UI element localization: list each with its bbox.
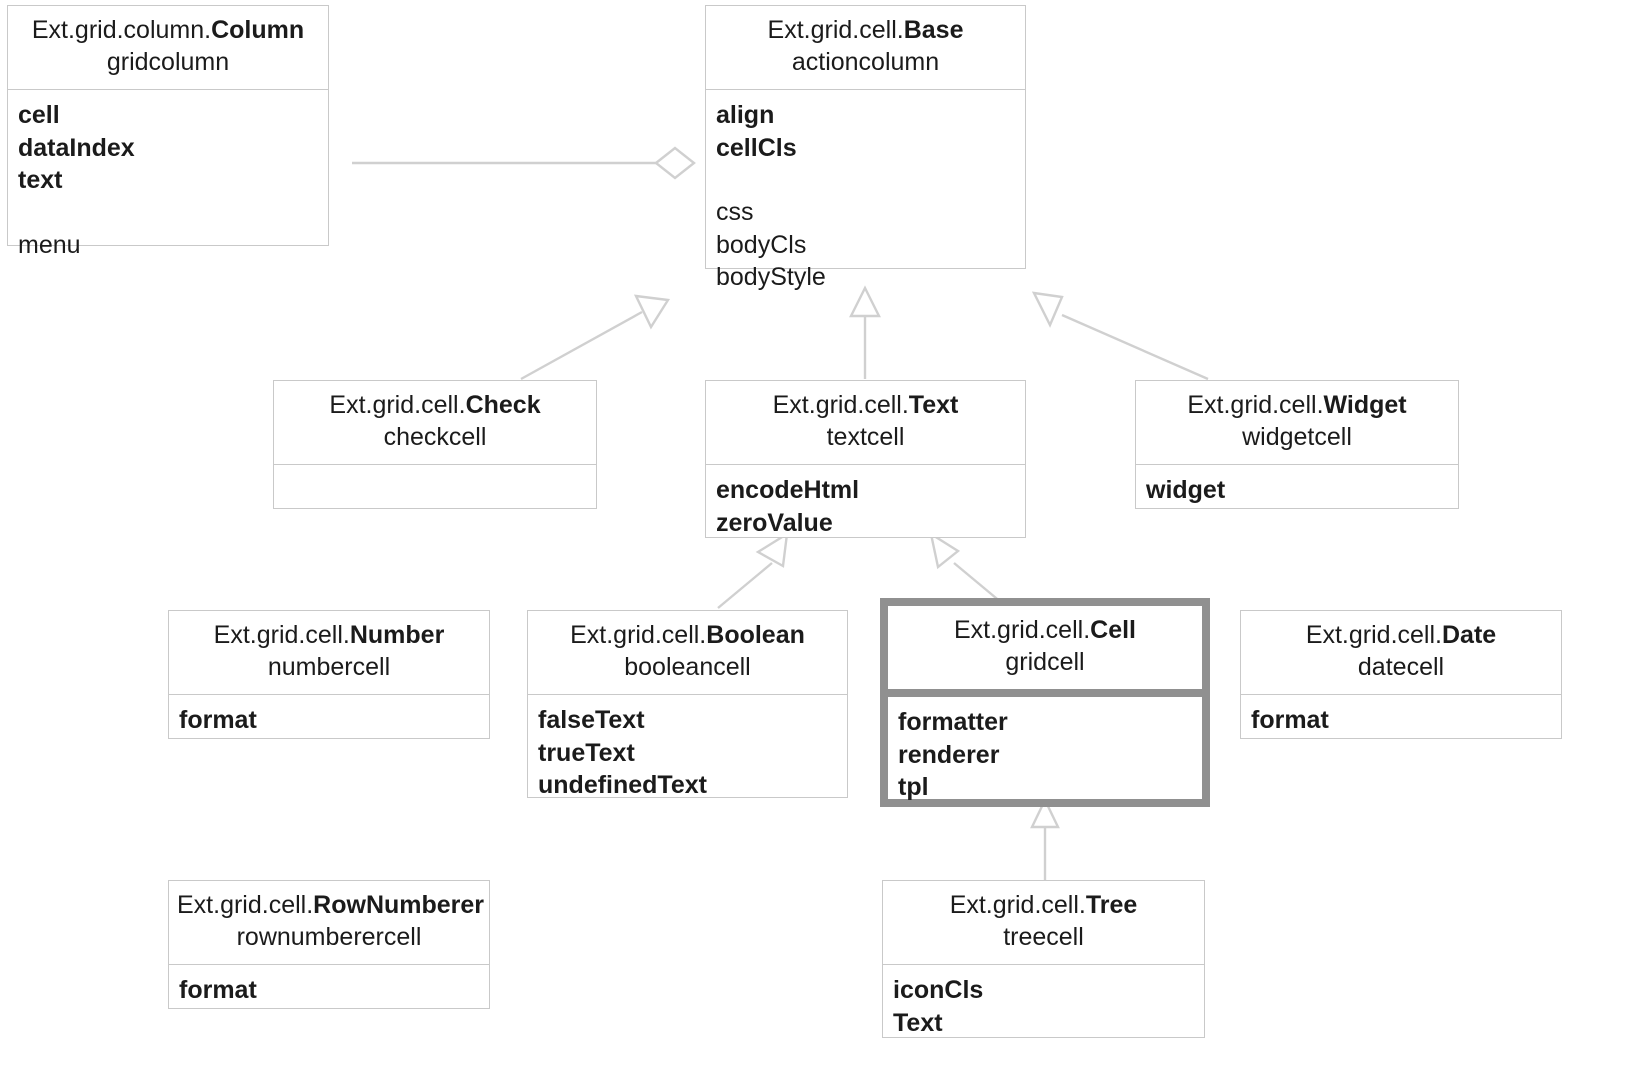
attribute-row: Text (893, 1008, 943, 1037)
class-attributes-tree: iconCls Text (883, 965, 1204, 1037)
class-box-widget[interactable]: Ext.grid.cell.Widget widgetcell widget (1135, 380, 1459, 509)
attribute-row: cellCls (716, 133, 797, 162)
class-box-base[interactable]: Ext.grid.cell.Base actioncolumn align ce… (705, 5, 1026, 291)
class-header-rownumberer: Ext.grid.cell.RowNumberer rownumberercel… (169, 881, 489, 965)
class-box-text[interactable]: Ext.grid.cell.Text textcell encodeHtml z… (705, 380, 1026, 538)
class-attributes-widget: widget (1136, 465, 1458, 508)
attribute-row: formatter (898, 708, 1008, 736)
class-header-number: Ext.grid.cell.Number numbercell (169, 611, 489, 695)
class-attributes-number: format (169, 695, 489, 738)
class-alias-column: gridcolumn (106, 47, 230, 76)
attribute-row: format (1251, 706, 1329, 734)
edge-column-to-base-aggregation (352, 146, 696, 180)
class-alias-widget: widgetcell (1242, 422, 1352, 451)
class-box-number[interactable]: Ext.grid.cell.Number numbercell format (168, 610, 490, 739)
class-alias-check: checkcell (383, 422, 487, 451)
attribute-row: trueText (538, 738, 635, 767)
class-header-tree: Ext.grid.cell.Tree treecell (883, 881, 1204, 965)
attribute-row: cell (18, 101, 60, 129)
attribute-row: menu (18, 230, 81, 259)
class-box-column[interactable]: Ext.grid.column.Column gridcolumn cell d… (7, 5, 329, 259)
attribute-row: renderer (898, 740, 1000, 769)
edge-cell-to-text-generalization (929, 531, 1009, 609)
edge-tree-to-cell-generalization (1030, 797, 1060, 880)
class-box-boolean[interactable]: Ext.grid.cell.Boolean booleancell falseT… (527, 610, 848, 799)
attribute-row: bodyCls (716, 230, 807, 259)
class-path-date: Ext.grid.cell.Date (1305, 621, 1497, 649)
class-attributes-date: format (1241, 695, 1561, 738)
attribute-row: bodyStyle (716, 263, 826, 291)
class-header-boolean: Ext.grid.cell.Boolean booleancell (528, 611, 847, 695)
class-path-text: Ext.grid.cell.Text (772, 391, 959, 419)
class-header-text: Ext.grid.cell.Text textcell (706, 381, 1025, 465)
class-box-check[interactable]: Ext.grid.cell.Check checkcell (273, 380, 597, 509)
edge-check-to-base-generalization (520, 294, 671, 381)
edge-text-to-base-generalization (849, 285, 881, 379)
class-box-cell[interactable]: Ext.grid.cell.Cell gridcell formatter re… (880, 598, 1210, 807)
class-alias-number: numbercell (267, 652, 391, 681)
class-box-rownumberer[interactable]: Ext.grid.cell.RowNumberer rownumberercel… (168, 880, 490, 1009)
class-path-check: Ext.grid.cell.Check (329, 391, 541, 419)
edge-widget-to-base-generalization (1031, 291, 1209, 381)
class-box-date[interactable]: Ext.grid.cell.Date datecell format (1240, 610, 1562, 739)
class-attributes-column: cell dataIndex text menu (8, 90, 328, 259)
attribute-row: tpl (898, 773, 929, 801)
class-alias-rownumberer: rownumberercell (236, 922, 422, 951)
attribute-row: zeroValue (716, 508, 833, 537)
class-path-base: Ext.grid.cell.Base (767, 16, 964, 44)
class-attributes-boolean: falseText trueText undefinedText (528, 695, 847, 799)
class-alias-date: datecell (1357, 652, 1445, 681)
class-alias-tree: treecell (1003, 922, 1084, 951)
class-header-column: Ext.grid.column.Column gridcolumn (8, 6, 328, 90)
attribute-row: format (179, 706, 257, 734)
class-path-column: Ext.grid.column.Column (31, 16, 305, 44)
class-path-boolean: Ext.grid.cell.Boolean (570, 621, 805, 649)
attribute-row: dataIndex (18, 133, 135, 162)
attribute-row: iconCls (893, 976, 984, 1004)
attribute-row: falseText (538, 706, 645, 734)
edge-boolean-to-text-generalization (717, 531, 789, 609)
class-attributes-base: align cellCls css bodyCls bodyStyle (706, 90, 1025, 291)
class-path-cell: Ext.grid.cell.Cell (953, 616, 1137, 644)
class-header-base: Ext.grid.cell.Base actioncolumn (706, 6, 1025, 90)
class-header-cell: Ext.grid.cell.Cell gridcell (888, 606, 1202, 697)
class-path-widget: Ext.grid.cell.Widget (1187, 391, 1407, 419)
class-attributes-rownumberer: format (169, 965, 489, 1008)
attribute-row: format (179, 976, 257, 1004)
attribute-row: undefinedText (538, 771, 707, 799)
class-alias-text: textcell (826, 422, 905, 451)
class-box-tree[interactable]: Ext.grid.cell.Tree treecell iconCls Text (882, 880, 1205, 1038)
class-path-number: Ext.grid.cell.Number (213, 621, 445, 649)
class-attributes-check (274, 465, 596, 508)
class-header-check: Ext.grid.cell.Check checkcell (274, 381, 596, 465)
class-header-date: Ext.grid.cell.Date datecell (1241, 611, 1561, 695)
class-path-rownumberer: Ext.grid.cell.RowNumberer (177, 891, 485, 919)
class-attributes-text: encodeHtml zeroValue (706, 465, 1025, 537)
attribute-row: text (18, 166, 63, 194)
attribute-row: encodeHtml (716, 476, 860, 504)
attribute-row: css (716, 198, 754, 226)
attribute-row: widget (1146, 476, 1226, 504)
class-header-widget: Ext.grid.cell.Widget widgetcell (1136, 381, 1458, 465)
class-alias-cell: gridcell (1005, 647, 1085, 676)
class-path-tree: Ext.grid.cell.Tree (949, 891, 1138, 919)
attribute-row: align (716, 101, 775, 129)
class-alias-base: actioncolumn (791, 47, 940, 76)
class-attributes-cell: formatter renderer tpl (888, 697, 1202, 801)
class-alias-boolean: booleancell (624, 652, 751, 681)
